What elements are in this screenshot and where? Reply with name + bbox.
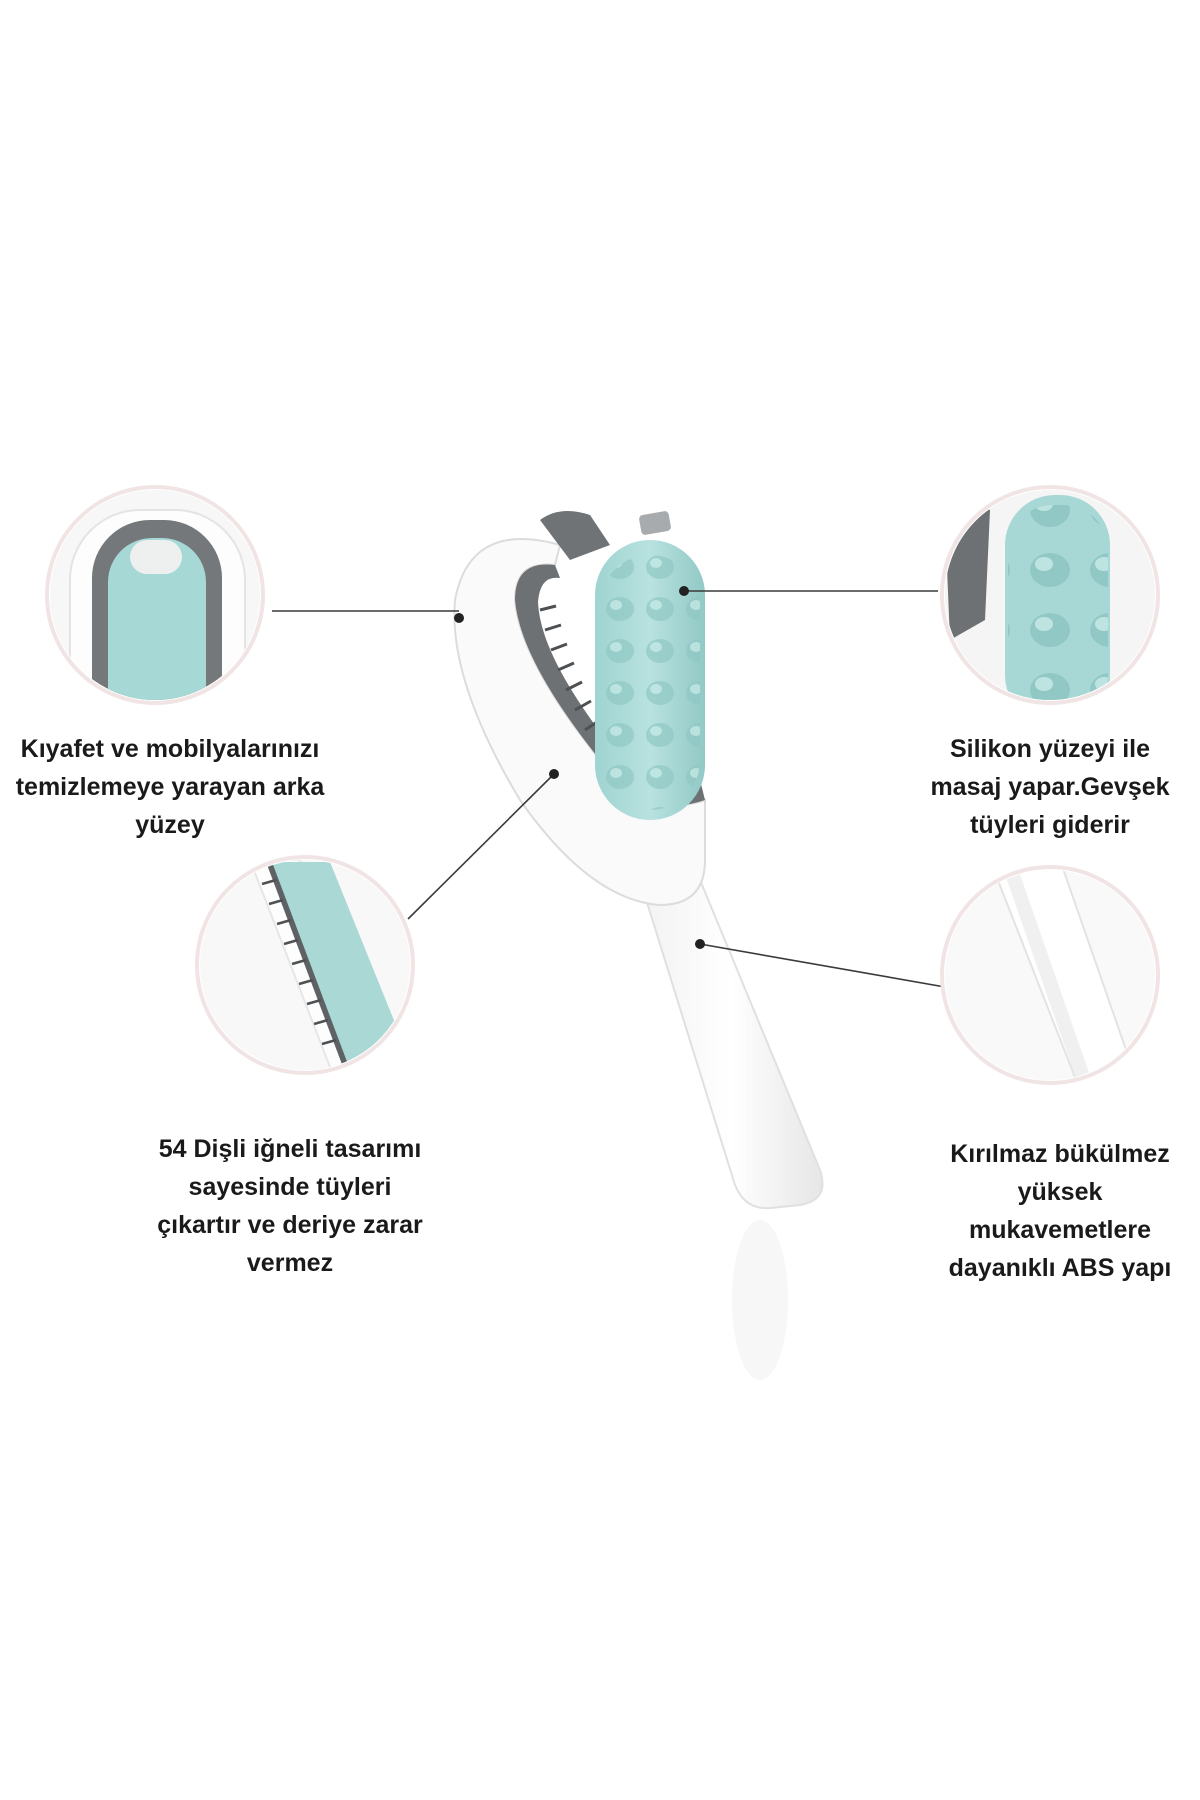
caption-line: çıkartır ve deriye zarar [157, 1211, 423, 1239]
caption-back-surface: Kıyafet ve mobilyalarınızı temizlemeye y… [0, 730, 340, 844]
caption-line: 54 Dişli iğneli tasarımı [158, 1135, 422, 1163]
callout-dots [454, 586, 705, 949]
caption-line: Silikon yüzeyi ile [949, 735, 1151, 763]
detail-circle-back-surface [45, 485, 265, 705]
caption-needles: 54 Dişli iğneli tasarımı sayesinde tüyle… [120, 1130, 460, 1282]
callout-dot-needles [549, 769, 559, 779]
caption-silicone: Silikon yüzeyi ile masaj yapar.Gevşek tü… [900, 730, 1200, 844]
caption-line: masaj yapar.Gevşek [930, 773, 1170, 801]
brush-handle [638, 879, 824, 1210]
caption-line: tüyleri giderir [970, 811, 1130, 839]
caption-line: dayanıklı ABS yapı [948, 1254, 1172, 1282]
detail-circle-abs [940, 865, 1160, 1085]
callout-lines [272, 590, 963, 991]
caption-line: sayesinde tüyleri [188, 1173, 392, 1201]
callout-line-abs [699, 943, 963, 991]
caption-line: yüzey [135, 811, 205, 839]
caption-line: Kıyafet ve mobilyalarınızı [20, 735, 320, 763]
callout-dot-abs [695, 939, 705, 949]
brush-product [453, 511, 824, 1380]
callout-dot-back [454, 613, 464, 623]
caption-line: temizlemeye yarayan arka [15, 773, 325, 801]
caption-line: mukavemetlere [968, 1216, 1152, 1244]
caption-abs: Kırılmaz bükülmez yüksek mukavemetlere d… [920, 1135, 1200, 1287]
callout-dot-silicone [679, 586, 689, 596]
callout-line-needles [407, 773, 555, 920]
caption-line: Kırılmaz bükülmez [950, 1140, 1170, 1168]
caption-line: vermez [246, 1249, 334, 1277]
detail-circle-needles [195, 855, 415, 1075]
caption-line: yüksek [1017, 1178, 1103, 1206]
detail-circle-silicone [940, 485, 1160, 705]
